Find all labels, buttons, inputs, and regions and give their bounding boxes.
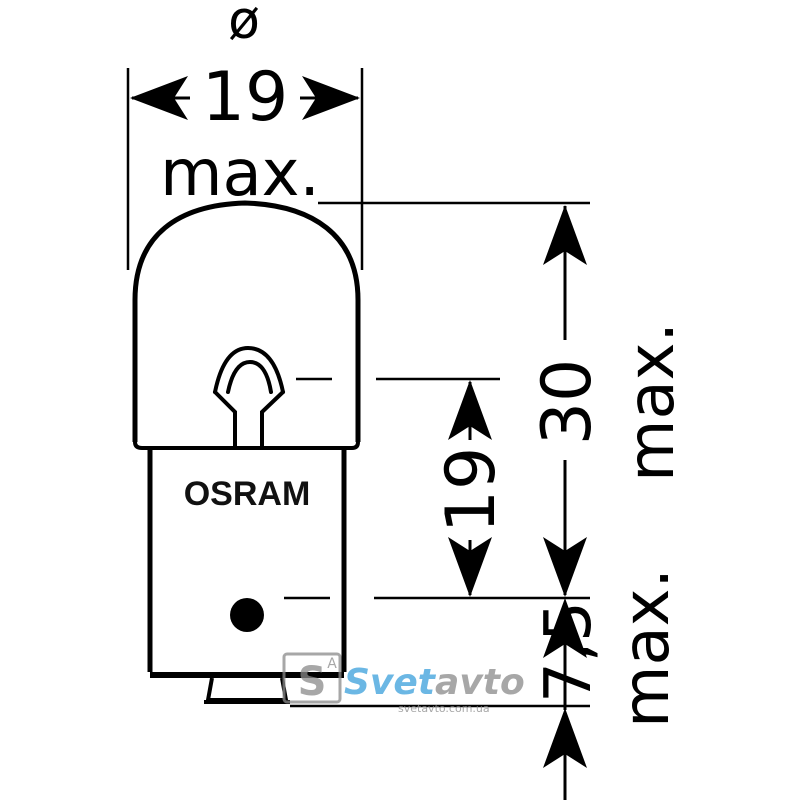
overall-length-dimension: 30 max. [528,205,689,597]
watermark-name-rest: avto [435,662,525,703]
base-dimension: 7,5 max. [532,568,684,800]
filament-height-value: 19 [432,447,511,534]
diameter-symbol: ø [228,0,260,51]
filament [213,345,285,448]
filament-height-arrow-down [448,537,492,597]
base-qualifier: max. [610,568,684,728]
diameter-arrow-right [302,76,360,120]
osram-logo: OSRAM [184,475,311,513]
base-value: 7,5 [532,601,606,703]
bayonet-pin [230,598,264,632]
svg-text:Svetavto: Svetavto [344,662,525,703]
watermark-logo-box [282,652,342,704]
watermark-url: svetavto.com.ua [398,702,490,715]
watermark-superscript: A [327,656,337,672]
overall-length-qualifier: max. [615,322,689,482]
diameter-qualifier: max. [160,137,320,211]
bulb-glass [132,200,361,450]
base-arrow-down [543,598,587,658]
diameter-arrow-left [130,76,188,120]
overall-length-arrow-up [543,205,587,265]
base-arrow-up [543,708,587,768]
filament-height-arrow-up [448,380,492,440]
diameter-value: 19 [202,58,289,137]
filament-height-dimension: 19 [432,380,511,597]
watermark-prefix: S [298,659,327,705]
diameter-dimension: ø 19 max. [126,0,364,270]
svetavto-watermark: S A Svetavto svetavto.com.ua [282,652,525,715]
watermark-name-accent: Svet [344,662,437,703]
overall-length-value: 30 [528,359,607,446]
reference-lines [284,201,590,708]
bulb-base [147,448,347,704]
overall-length-arrow-down [543,537,587,597]
